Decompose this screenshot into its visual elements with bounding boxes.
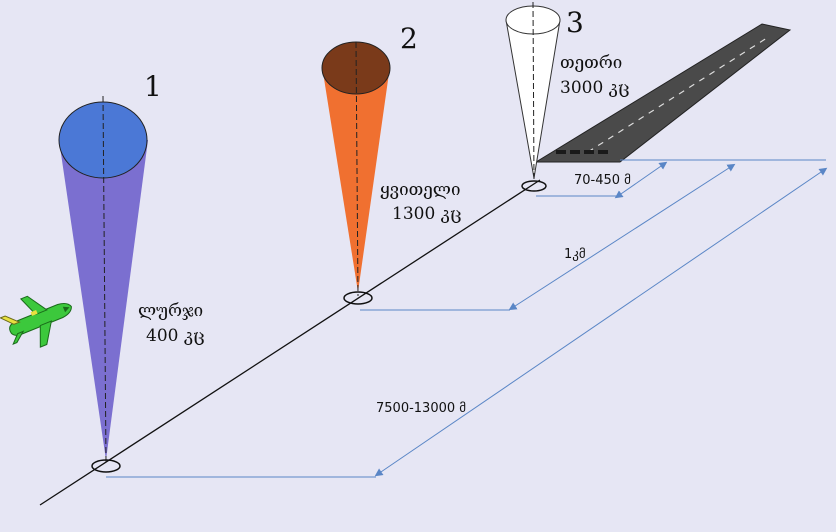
distance-label-1: 7500-13000 მ — [376, 401, 466, 416]
runway — [534, 23, 792, 163]
beacon-3 — [505, 1, 561, 192]
beacon-name-3: თეთრი — [560, 53, 622, 73]
airplane-icon — [0, 295, 72, 348]
beacon-number-2: 2 — [400, 22, 418, 55]
beacon-name-1: ლურჯი — [138, 301, 203, 321]
beacon-intensity-3: 3000 კც — [560, 78, 629, 98]
runway-threshold-marks — [556, 150, 608, 154]
beacon-number-1: 1 — [144, 70, 162, 103]
distance-label-3: 70-450 მ — [574, 173, 631, 188]
beacon-intensity-1: 400 კც — [146, 326, 205, 346]
distance-label-2: 1კმ — [564, 247, 586, 262]
beacon-1 — [58, 95, 148, 473]
reference-lines — [106, 159, 826, 478]
beacon-intensity-2: 1300 კც — [392, 204, 461, 224]
beacon-2 — [321, 41, 391, 305]
beacon-number-3: 3 — [566, 6, 584, 39]
beacon-name-2: ყვითელი — [380, 180, 460, 200]
distance-arrow-1 — [374, 167, 828, 477]
